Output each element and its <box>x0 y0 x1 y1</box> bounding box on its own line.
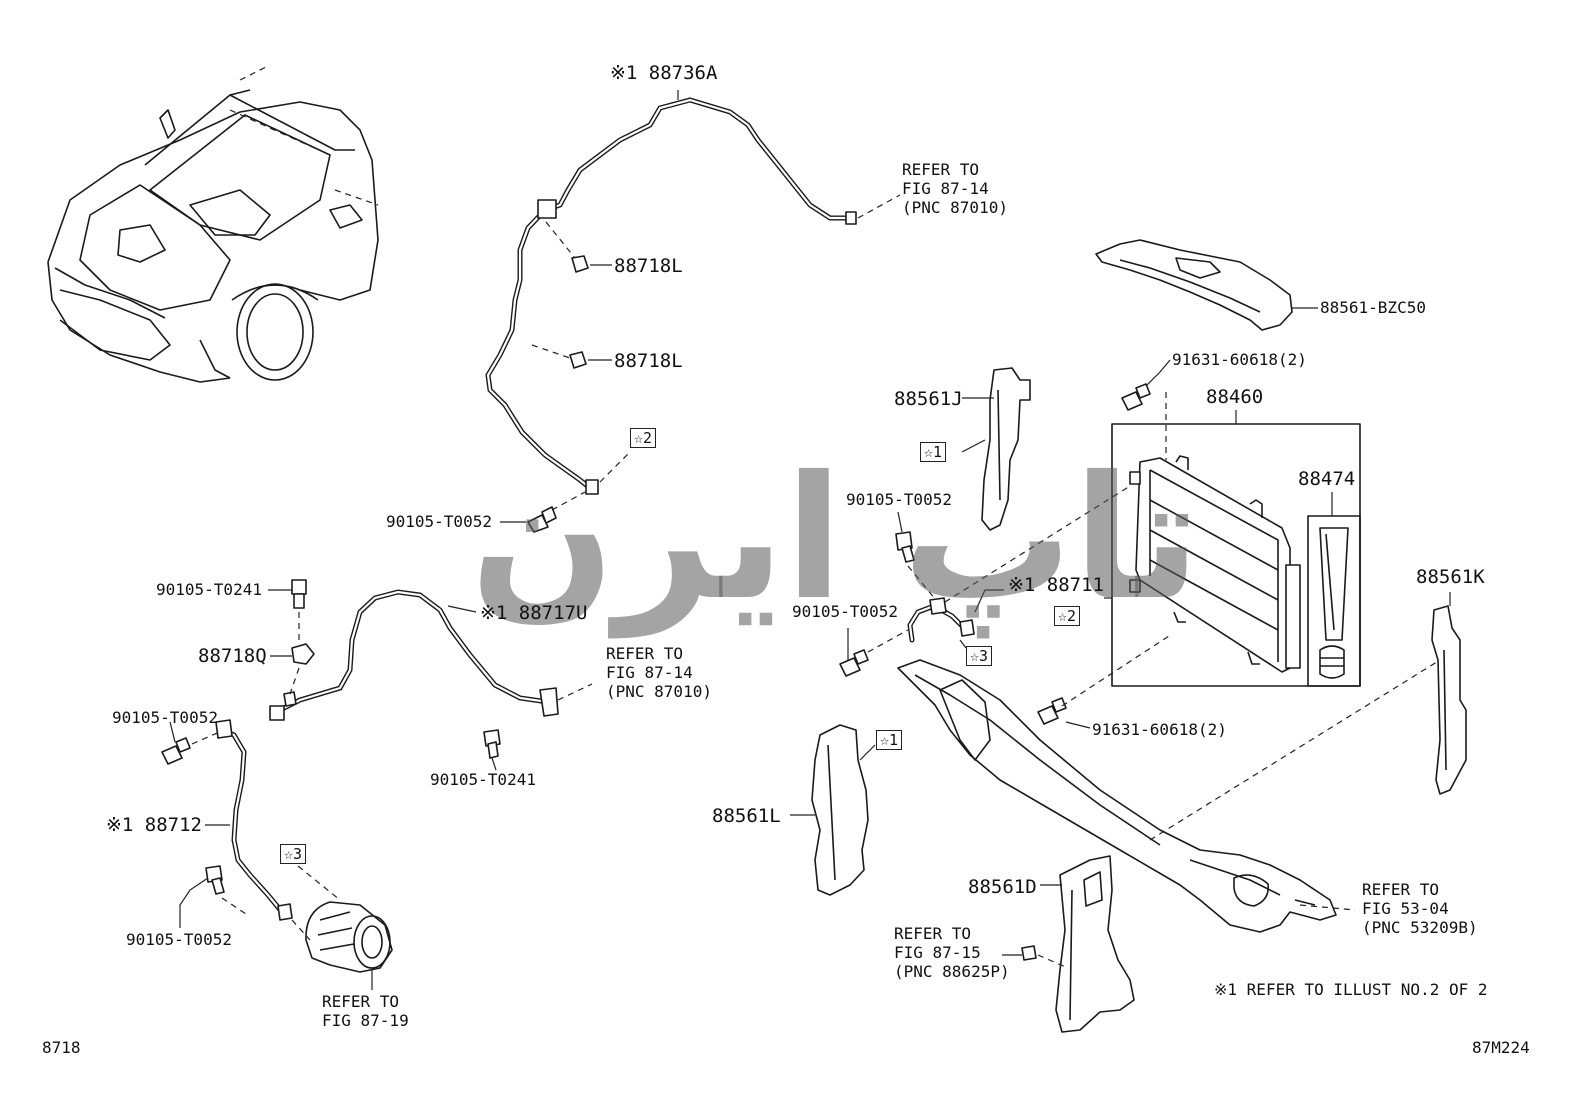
vehicle-locator-illustration <box>47 65 379 383</box>
label-88561D: 88561D <box>968 876 1037 898</box>
label-88718Q: 88718Q <box>198 645 267 667</box>
marker-star2-condenser: ☆2 <box>1054 606 1081 626</box>
label-88718L-a: 88718L <box>614 255 683 277</box>
label-90105-T0241-a: 90105-T0241 <box>156 580 262 599</box>
reference-code: 87M224 <box>1472 1038 1530 1057</box>
label-refer-fig-87-15: REFER TO FIG 87-15 (PNC 88625P) <box>894 924 1010 981</box>
part-88561L <box>790 724 876 896</box>
label-refer-fig-87-19: REFER TO FIG 87-19 <box>322 992 409 1030</box>
condenser-88460 <box>1037 359 1361 729</box>
marker-star1-88561J: ☆1 <box>920 442 947 462</box>
label-88712: ※1 88712 <box>106 814 202 836</box>
label-88460: 88460 <box>1206 386 1264 408</box>
label-88561J: 88561J <box>894 388 963 410</box>
label-91631-60618-bottom: 91631-60618(2) <box>1092 720 1227 739</box>
pipe-88711 <box>839 485 1131 677</box>
ac-compressor <box>291 865 393 990</box>
marker-star1-88561L: ☆1 <box>876 730 903 750</box>
label-88561L: 88561L <box>712 805 781 827</box>
label-90105-T0052-e: 90105-T0052 <box>126 930 232 949</box>
label-91631-60618-top: 91631-60618(2) <box>1172 350 1307 369</box>
label-90105-T0052-a: 90105-T0052 <box>386 512 492 531</box>
hose-88712 <box>179 719 293 928</box>
radiator-support-frame <box>897 659 1441 933</box>
label-refer-fig-87-14-mid: REFER TO FIG 87-14 (PNC 87010) <box>606 644 712 701</box>
footnote-refer-illust: ※1 REFER TO ILLUST NO.2 OF 2 <box>1214 980 1488 999</box>
part-88561D <box>1002 855 1135 1033</box>
label-90105-T0052-b: 90105-T0052 <box>112 708 218 727</box>
label-88736A: ※1 88736A <box>610 62 718 84</box>
label-refer-fig-53-04: REFER TO FIG 53-04 (PNC 53209B) <box>1362 880 1478 937</box>
pipe-88736A <box>485 90 901 533</box>
figure-number: 8718 <box>42 1038 81 1057</box>
label-88718L-b: 88718L <box>614 350 683 372</box>
part-88561-BZC50 <box>1095 239 1318 331</box>
part-88561K <box>1431 592 1467 795</box>
marker-star2-top: ☆2 <box>630 428 657 448</box>
part-88561J <box>961 367 1031 531</box>
label-88717U: ※1 88717U <box>480 602 588 624</box>
label-90105-T0241-b: 90105-T0241 <box>430 770 536 789</box>
label-88711: ※1 88711 <box>1008 574 1104 596</box>
marker-star3-88711: ☆3 <box>966 646 993 666</box>
label-88474: 88474 <box>1298 468 1356 490</box>
label-88561K: 88561K <box>1416 566 1485 588</box>
label-90105-T0052-d: 90105-T0052 <box>792 602 898 621</box>
pipe-88717U <box>269 589 593 721</box>
label-90105-T0052-c: 90105-T0052 <box>846 490 952 509</box>
label-refer-fig-87-14-top: REFER TO FIG 87-14 (PNC 87010) <box>902 160 1008 217</box>
fasteners-left <box>161 579 501 771</box>
marker-star3-compressor: ☆3 <box>280 844 307 864</box>
watermark: تاپ ایرن <box>470 440 1207 638</box>
label-88561-BZC50: 88561-BZC50 <box>1320 298 1426 317</box>
